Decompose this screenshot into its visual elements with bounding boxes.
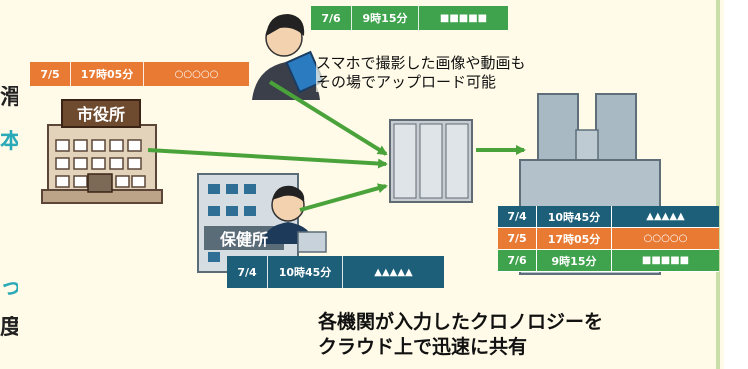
table-row: 7/4 10時45分 ▲▲▲▲▲ (498, 206, 719, 228)
health-center-icon (197, 173, 299, 273)
row-date: 7/5 (498, 228, 537, 249)
smartphone-entry-tag: 7/6 9時15分 ■■■■■ (311, 6, 508, 30)
health-center-entry-tag: 7/4 10時45分 ▲▲▲▲▲ (227, 256, 444, 288)
row-date: 7/6 (498, 250, 537, 271)
city-hall-sign: 市役所 (76, 105, 125, 124)
arrow-healthcenter-to-server (299, 183, 388, 212)
row-time: 17時05分 (537, 228, 612, 249)
row-time: 9時15分 (537, 250, 612, 271)
staff-person-icon (262, 185, 327, 253)
row-date: 7/4 (498, 206, 537, 227)
tag-marks: ▲▲▲▲▲ (374, 266, 413, 278)
caption-line-1: スマホで撮影した画像や動画も (316, 54, 526, 72)
cloud-server-icon (389, 119, 473, 203)
city-hall-icon (41, 99, 163, 204)
footer-line-1: 各機関が入力したクロノロジーを (318, 311, 604, 333)
upload-caption: スマホで撮影した画像や動画も その場でアップロード可能 (316, 54, 526, 92)
tag-time: 10時45分 (268, 256, 343, 288)
tag-time: 9時15分 (352, 6, 419, 30)
side-text-2: 本 (0, 130, 18, 154)
arrow-cityhall-to-server (147, 148, 388, 169)
caption-line-2: その場でアップロード可能 (316, 73, 497, 91)
row-marks: ▲▲▲▲▲ (646, 211, 685, 222)
tag-date: 7/5 (30, 62, 71, 86)
row-marks: ○○○○○ (643, 233, 688, 244)
side-text-3: っ (0, 276, 18, 300)
arrow-tablet-to-server (268, 80, 388, 156)
city-hall-entry-tag: 7/5 17時05分 ○○○○○ (30, 62, 249, 86)
table-row: 7/5 17時05分 ○○○○○ (498, 228, 719, 250)
tag-marks: ○○○○○ (174, 68, 219, 80)
row-marks: ■■■■■ (641, 255, 690, 266)
side-text-4: 度 (0, 316, 18, 340)
row-time: 10時45分 (537, 206, 612, 227)
tag-marks: ■■■■■ (439, 12, 488, 24)
tag-date: 7/4 (227, 256, 268, 288)
flow-arrows (147, 80, 526, 212)
table-row: 7/6 9時15分 ■■■■■ (498, 250, 719, 272)
shared-chronology-table: 7/4 10時45分 ▲▲▲▲▲ 7/5 17時05分 ○○○○○ 7/6 9時… (498, 206, 719, 272)
side-text-1: 滑 (0, 86, 18, 110)
health-center-sign: 保健所 (219, 230, 268, 249)
side-rail (724, 0, 748, 369)
footer-line-2: クラウド上で迅速に共有 (318, 336, 528, 358)
tag-date: 7/6 (311, 6, 352, 30)
tag-time: 17時05分 (71, 62, 144, 86)
right-border (716, 0, 720, 369)
footer-message: 各機関が入力したクロノロジーを クラウド上で迅速に共有 (318, 310, 603, 360)
